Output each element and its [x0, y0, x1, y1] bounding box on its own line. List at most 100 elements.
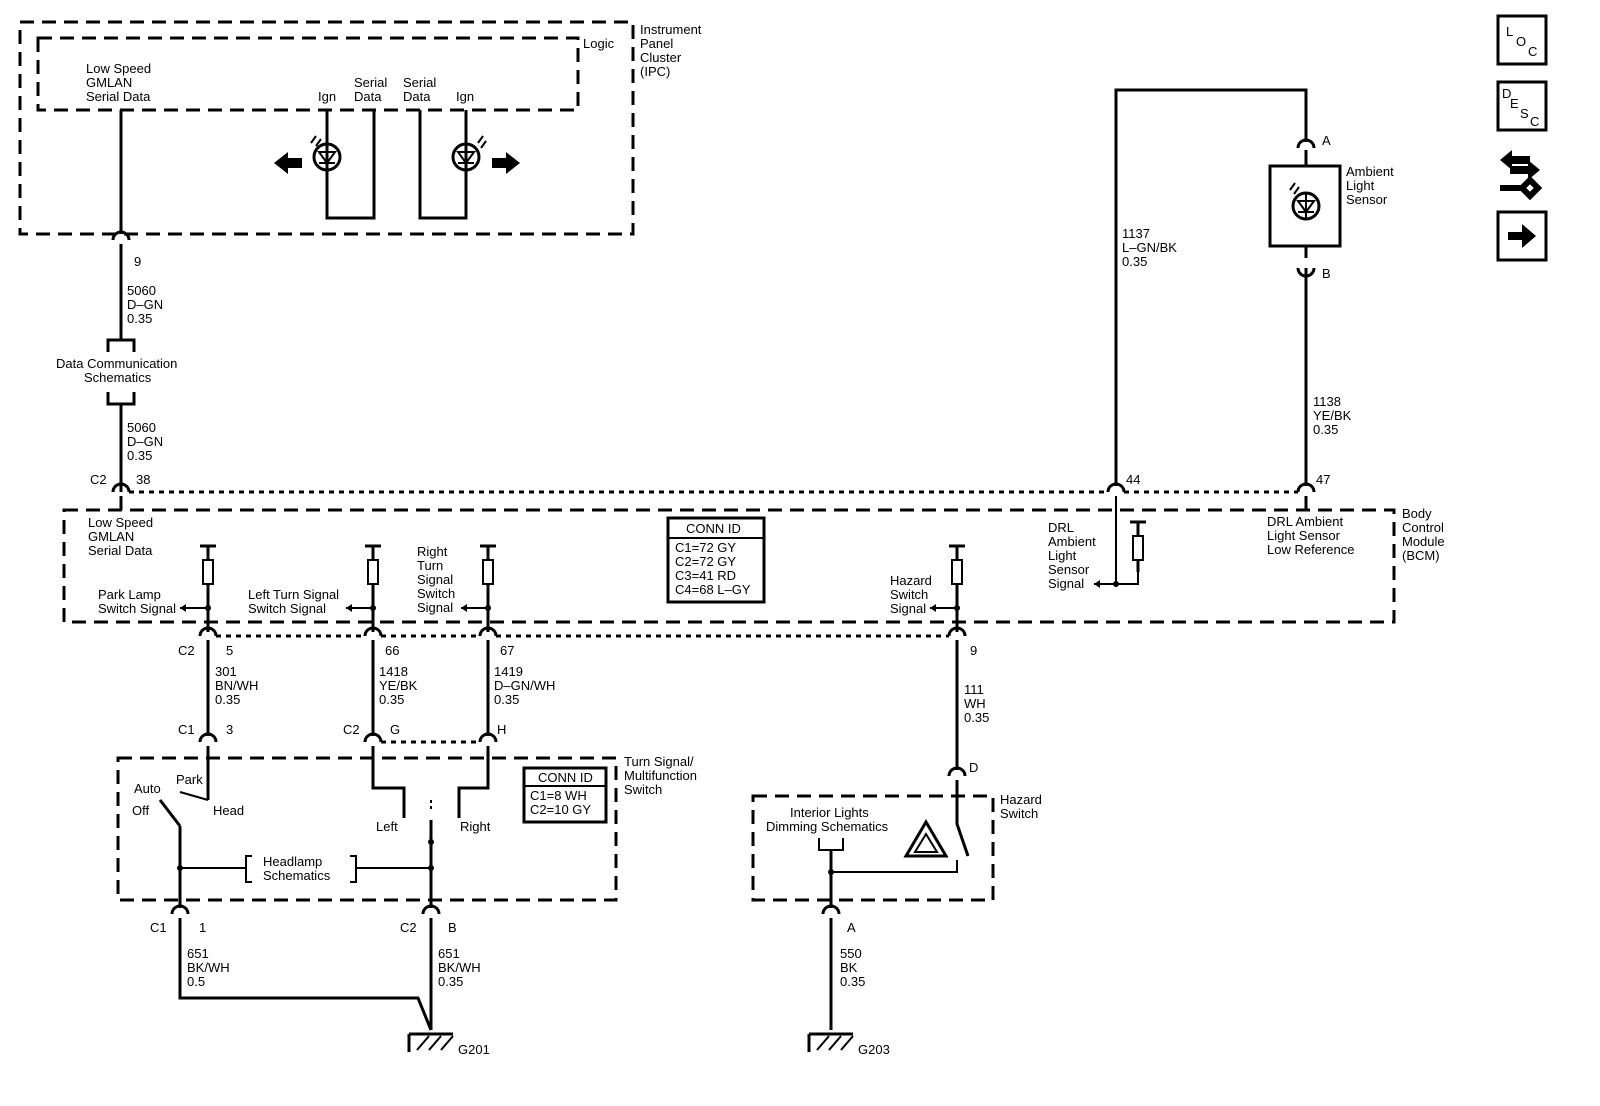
bcm-drl-4: Sensor	[1048, 562, 1090, 577]
hazard-title-2: Switch	[1000, 806, 1038, 821]
ipc-serial-right-2: Data	[403, 89, 431, 104]
tss-left: Left	[376, 819, 398, 834]
bcm-pin-9: 9	[970, 643, 977, 658]
bcm-drlref-1: DRL Ambient	[1267, 514, 1343, 529]
bcm-pin-66: 66	[385, 643, 399, 658]
wire-651a-1: 651	[187, 946, 209, 961]
tss-c2-bottom: C2	[400, 920, 417, 935]
ground-g201: G201	[458, 1042, 490, 1057]
wire-1138-1: 1138	[1313, 394, 1341, 409]
tss-title-2: Multifunction	[624, 768, 697, 783]
ipc-title-3: Cluster	[640, 50, 682, 65]
ipc-module: Logic Instrument Panel Cluster (IPC) Low…	[18, 20, 702, 236]
wire-5060-top-2: D–GN	[127, 297, 163, 312]
wire-651b-3: 0.35	[438, 974, 463, 989]
ipc-pin-9: 9	[134, 254, 141, 269]
bcm-drlref-2: Light Sensor	[1267, 528, 1341, 543]
wire-1138-3: 0.35	[1313, 422, 1338, 437]
tss-c1-bottom: C1	[150, 920, 167, 935]
bcm-right-1: Right	[417, 544, 448, 559]
wire-111-3: 0.35	[964, 710, 989, 725]
bcm-conn-1: C1=72 GY	[675, 540, 736, 555]
bcm-pin-5: 5	[226, 643, 233, 658]
wire-5060-bot-2: D–GN	[127, 434, 163, 449]
svg-text:E: E	[1510, 96, 1519, 111]
hazard-pin-a: A	[847, 920, 856, 935]
bcm-right-3: Signal	[417, 572, 453, 587]
wire-651b-2: BK/WH	[438, 960, 481, 975]
bcm-gmlan-1: Low Speed	[88, 515, 153, 530]
tss-c1: C1	[178, 722, 195, 737]
wire-651a-2: BK/WH	[187, 960, 230, 975]
wire-301-1: 301	[215, 664, 237, 679]
bcm-drl-1: DRL	[1048, 520, 1074, 535]
wire-5060-bot-3: 0.35	[127, 448, 152, 463]
next-arrow-button[interactable]	[1496, 210, 1548, 262]
interior-lights-1: Interior Lights	[790, 805, 869, 820]
tss-off: Off	[132, 803, 149, 818]
wire-1418-1: 1418	[379, 664, 408, 679]
connector-wrench-icon[interactable]	[1500, 150, 1543, 201]
bcm-left-2: Switch Signal	[248, 601, 326, 616]
desc-button[interactable]: D E S C	[1496, 80, 1548, 132]
tss-title-3: Switch	[624, 782, 662, 797]
wire-5060-top-1: 5060	[127, 283, 156, 298]
ambient-pin-b: B	[1322, 266, 1331, 281]
bcm-park-1: Park Lamp	[98, 587, 161, 602]
tss-headlamp-2: Schematics	[263, 868, 331, 883]
loc-button[interactable]: L O C	[1496, 14, 1548, 66]
svg-text:L: L	[1506, 24, 1513, 39]
ipc-serial-left-1: Serial	[354, 75, 387, 90]
bcm-conn-4: C4=68 L–GY	[675, 582, 751, 597]
right-turn-indicator-icon	[451, 142, 481, 172]
hazard-title-1: Hazard	[1000, 792, 1042, 807]
bcm-c2-top: C2	[90, 472, 107, 487]
ipc-title-2: Panel	[640, 36, 673, 51]
svg-text:O: O	[1516, 34, 1526, 49]
wire-301-3: 0.35	[215, 692, 240, 707]
tss-head: Head	[213, 803, 244, 818]
tss-conn-2: C2=10 GY	[530, 802, 591, 817]
bcm-c2-bottom: C2	[178, 643, 195, 658]
ipc-ign-left: Ign	[318, 89, 336, 104]
bcm-title-2: Control	[1402, 520, 1444, 535]
wire-5060-bot-1: 5060	[127, 420, 156, 435]
bcm-drlref-3: Low Reference	[1267, 542, 1354, 557]
bcm-right-4: Switch	[417, 586, 455, 601]
wire-651b-1: 651	[438, 946, 460, 961]
bcm-right-2: Turn	[417, 558, 443, 573]
data-comm-1: Data Communication	[56, 356, 177, 371]
ambient-label-2: Light	[1346, 178, 1375, 193]
bcm-gmlan-2: GMLAN	[88, 529, 134, 544]
svg-text:D: D	[1502, 86, 1511, 101]
ambient-pin-a: A	[1322, 133, 1331, 148]
tss-title-1: Turn Signal/	[624, 754, 694, 769]
wire-550-2: BK	[840, 960, 858, 975]
ipc-ign-right: Ign	[456, 89, 474, 104]
bcm-module: Body Control Module (BCM) Low Speed GMLA…	[62, 496, 1445, 632]
bcm-drl-5: Signal	[1048, 576, 1084, 591]
bcm-park-2: Switch Signal	[98, 601, 176, 616]
bcm-hazard-2: Switch	[890, 587, 928, 602]
wire-111-2: WH	[964, 696, 986, 711]
wire-1138-2: YE/BK	[1313, 408, 1352, 423]
interior-lights-2: Dimming Schematics	[766, 819, 889, 834]
ipc-gmlan-1: Low Speed	[86, 61, 151, 76]
right-arrow-icon	[492, 152, 520, 174]
ipc-serial-right-1: Serial	[403, 75, 436, 90]
bcm-drl-2: Ambient	[1048, 534, 1096, 549]
ipc-gmlan-3: Serial Data	[86, 89, 151, 104]
wire-651a-3: 0.5	[187, 974, 205, 989]
bcm-right-5: Signal	[417, 600, 453, 615]
ground-g203: G203	[858, 1042, 890, 1057]
wire-1137-1: 1137	[1122, 226, 1150, 241]
ipc-title-4: (IPC)	[640, 64, 670, 79]
bcm-conn-2: C2=72 GY	[675, 554, 736, 569]
hazard-pin-d: D	[969, 760, 978, 775]
wire-1418-3: 0.35	[379, 692, 404, 707]
bcm-conn-title: CONN ID	[686, 521, 741, 536]
tss-pin-b: B	[448, 920, 457, 935]
ipc-gmlan-2: GMLAN	[86, 75, 132, 90]
bcm-pin-38: 38	[136, 472, 150, 487]
